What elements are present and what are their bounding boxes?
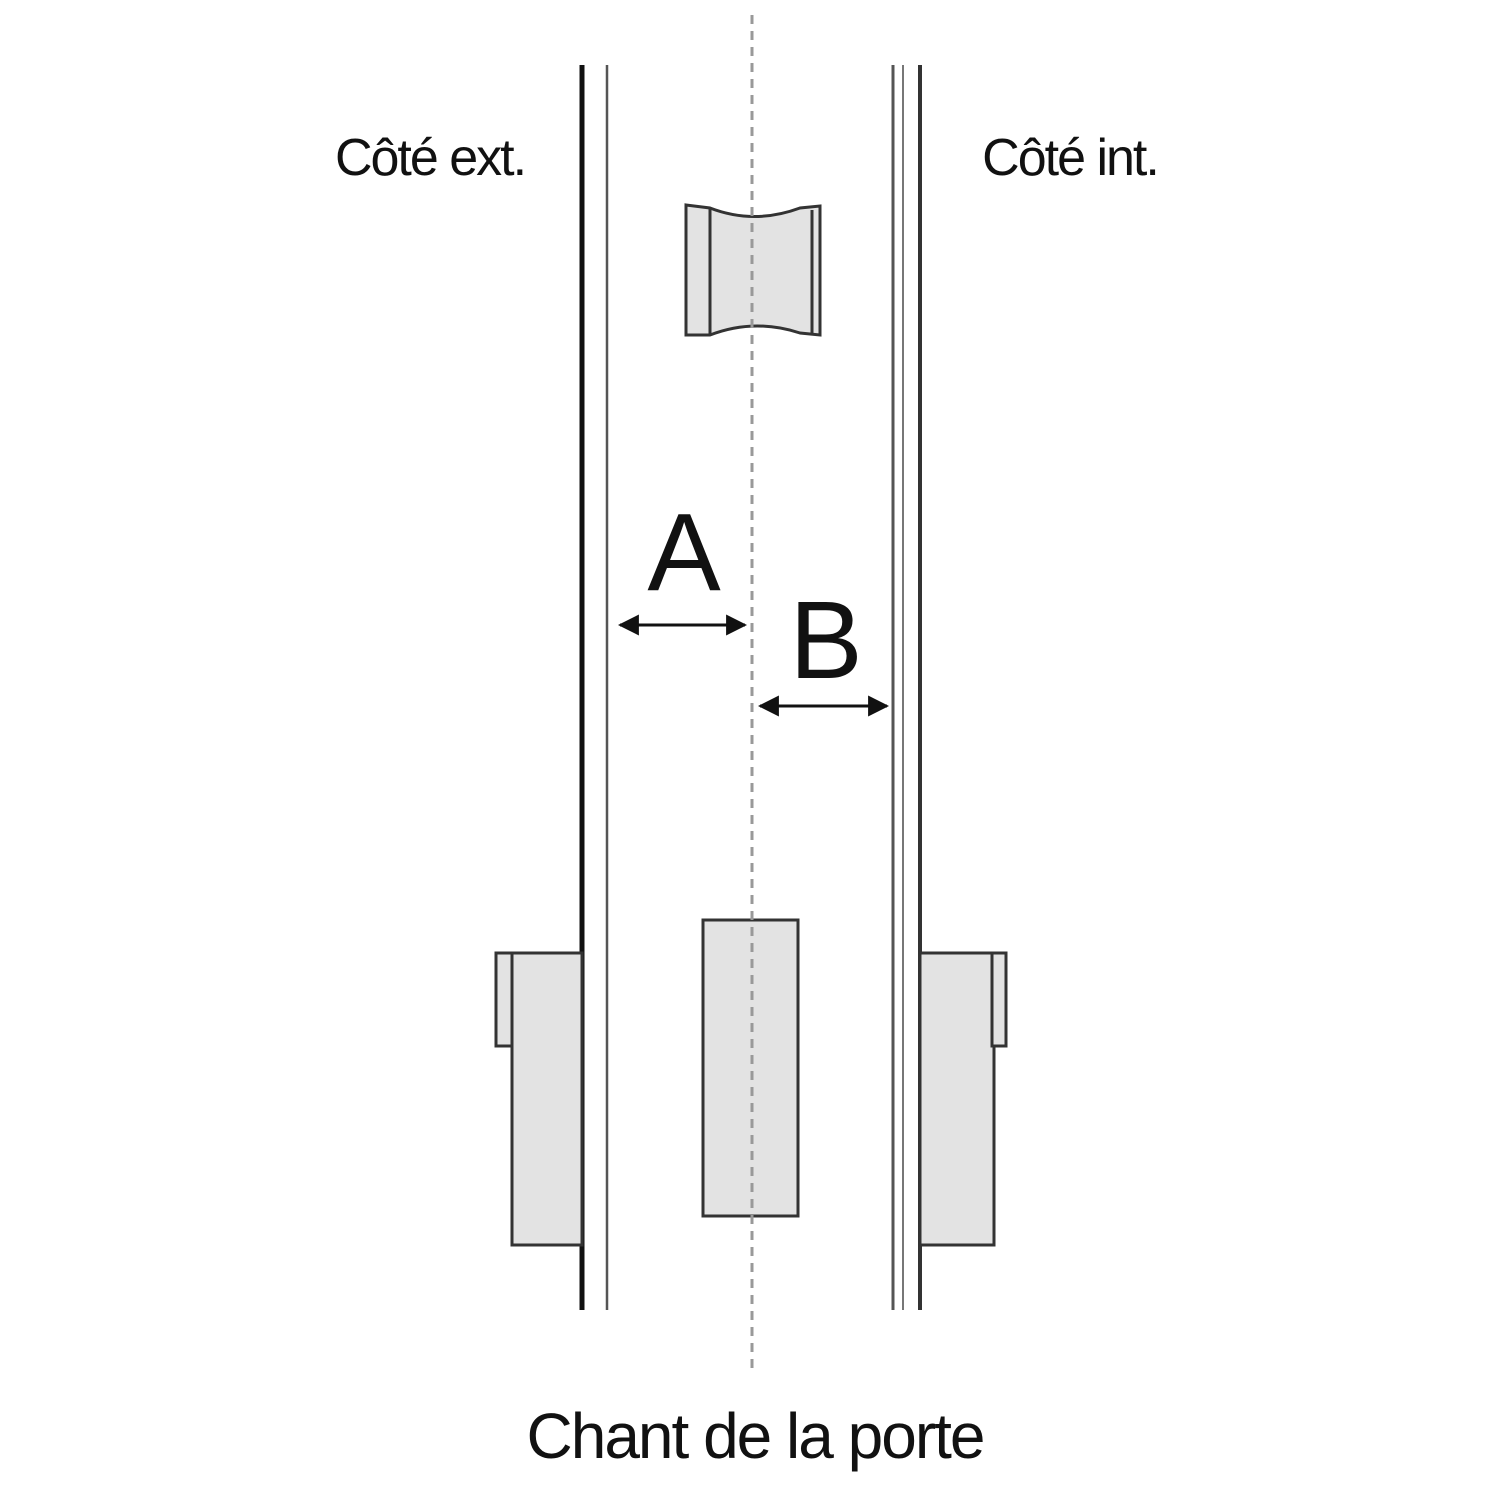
interior-escutcheon-collar bbox=[990, 951, 1008, 1048]
exterior-escutcheon bbox=[510, 951, 584, 1247]
interior-escutcheon bbox=[918, 951, 996, 1247]
dimension-b-label: B bbox=[789, 579, 862, 702]
interior-side-label: Côté int. bbox=[982, 129, 1158, 187]
dimension-a-label: A bbox=[647, 491, 721, 614]
latch-bolt bbox=[684, 203, 822, 337]
exterior-side-label: Côté ext. bbox=[335, 129, 525, 187]
door-edge-label: Chant de la porte bbox=[527, 1400, 984, 1472]
